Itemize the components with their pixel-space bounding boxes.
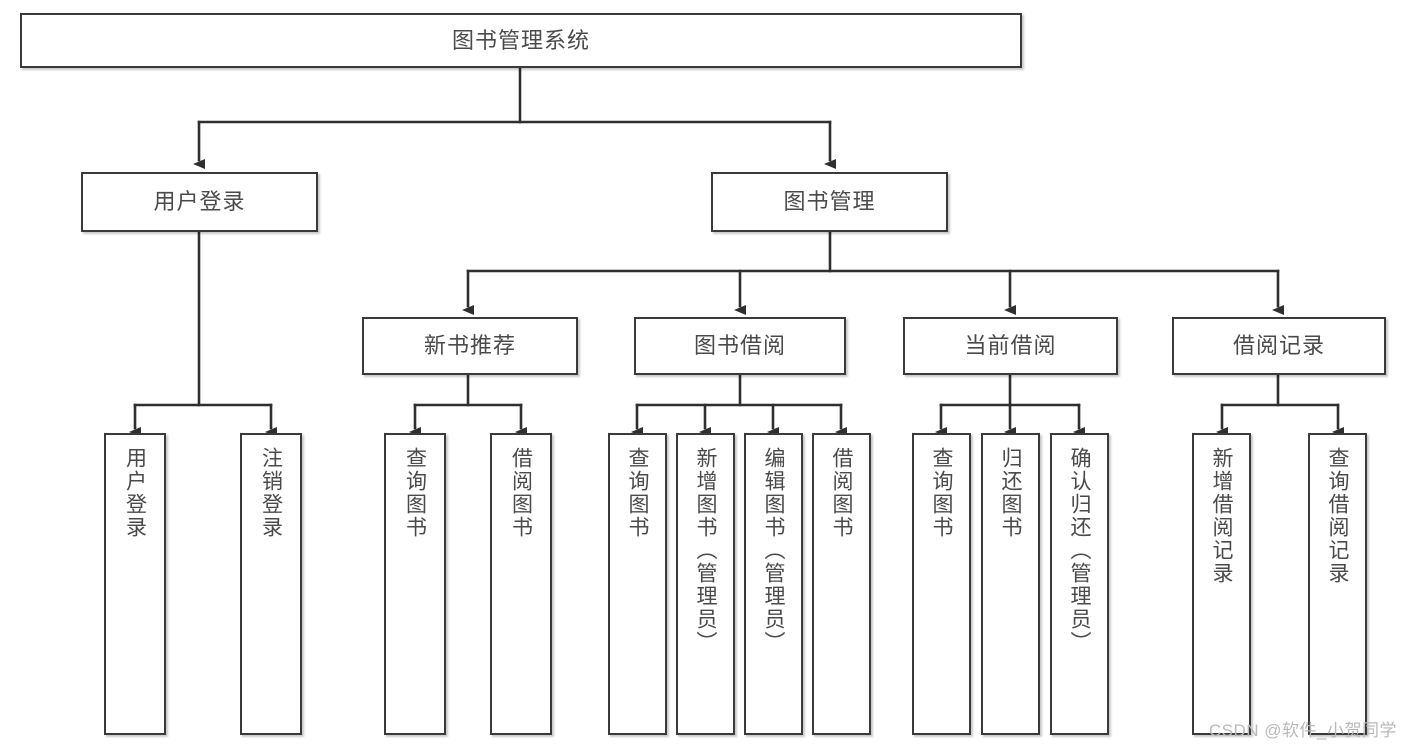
leaf-borrow-book[interactable]: 借阅图书	[812, 433, 871, 735]
leaf-logout-label: 注销登录	[259, 447, 283, 539]
node-book-borrow[interactable]: 图书借阅	[634, 317, 846, 375]
leaf-query-book-recommend-label: 查询图书	[403, 447, 427, 539]
node-borrow-record-label: 借阅记录	[1232, 333, 1325, 359]
node-new-book-recommend[interactable]: 新书推荐	[362, 317, 578, 375]
node-new-book-recommend-label: 新书推荐	[423, 333, 516, 359]
leaf-edit-book-admin[interactable]: 编辑图书（管理员）	[744, 433, 803, 735]
node-current-borrow[interactable]: 当前借阅	[903, 317, 1118, 375]
node-user-login[interactable]: 用户登录	[81, 172, 318, 232]
node-user-login-label: 用户登录	[153, 189, 246, 215]
leaf-return-book[interactable]: 归还图书	[981, 433, 1040, 735]
leaf-borrow-book-label: 借阅图书	[830, 447, 853, 539]
leaf-add-book-admin-label: 新增图书（管理员）	[694, 447, 717, 654]
leaf-query-book-borrow[interactable]: 查询图书	[608, 433, 667, 735]
leaf-logout[interactable]: 注销登录	[240, 433, 302, 735]
leaf-return-book-label: 归还图书	[999, 447, 1022, 539]
leaf-user-login-label: 用户登录	[123, 447, 147, 539]
leaf-user-login[interactable]: 用户登录	[104, 433, 166, 735]
csdn-watermark: CSDN @软件_小贺同学	[1208, 721, 1397, 740]
leaf-borrow-book-recommend[interactable]: 借阅图书	[490, 433, 552, 735]
leaf-query-book-recommend[interactable]: 查询图书	[384, 433, 446, 735]
node-book-management[interactable]: 图书管理	[711, 172, 948, 232]
node-current-borrow-label: 当前借阅	[964, 333, 1057, 359]
node-borrow-record[interactable]: 借阅记录	[1172, 317, 1386, 375]
node-root[interactable]: 图书管理系统	[20, 13, 1022, 68]
leaf-edit-book-admin-label: 编辑图书（管理员）	[762, 447, 785, 654]
leaf-query-borrow-record-label: 查询借阅记录	[1326, 447, 1349, 585]
leaf-borrow-book-recommend-label: 借阅图书	[509, 447, 533, 539]
node-book-management-label: 图书管理	[783, 189, 876, 215]
node-root-label: 图书管理系统	[451, 27, 590, 53]
leaf-query-book-current[interactable]: 查询图书	[912, 433, 971, 735]
leaf-query-book-current-label: 查询图书	[930, 447, 953, 539]
leaf-confirm-return-admin-label: 确认归还（管理员）	[1068, 447, 1091, 654]
leaf-query-borrow-record[interactable]: 查询借阅记录	[1308, 433, 1367, 735]
leaf-add-borrow-record[interactable]: 新增借阅记录	[1192, 433, 1251, 735]
node-book-borrow-label: 图书借阅	[693, 333, 786, 359]
leaf-add-borrow-record-label: 新增借阅记录	[1210, 447, 1233, 585]
leaf-add-book-admin[interactable]: 新增图书（管理员）	[676, 433, 735, 735]
leaf-query-book-borrow-label: 查询图书	[626, 447, 649, 539]
leaf-confirm-return-admin[interactable]: 确认归还（管理员）	[1050, 433, 1109, 735]
